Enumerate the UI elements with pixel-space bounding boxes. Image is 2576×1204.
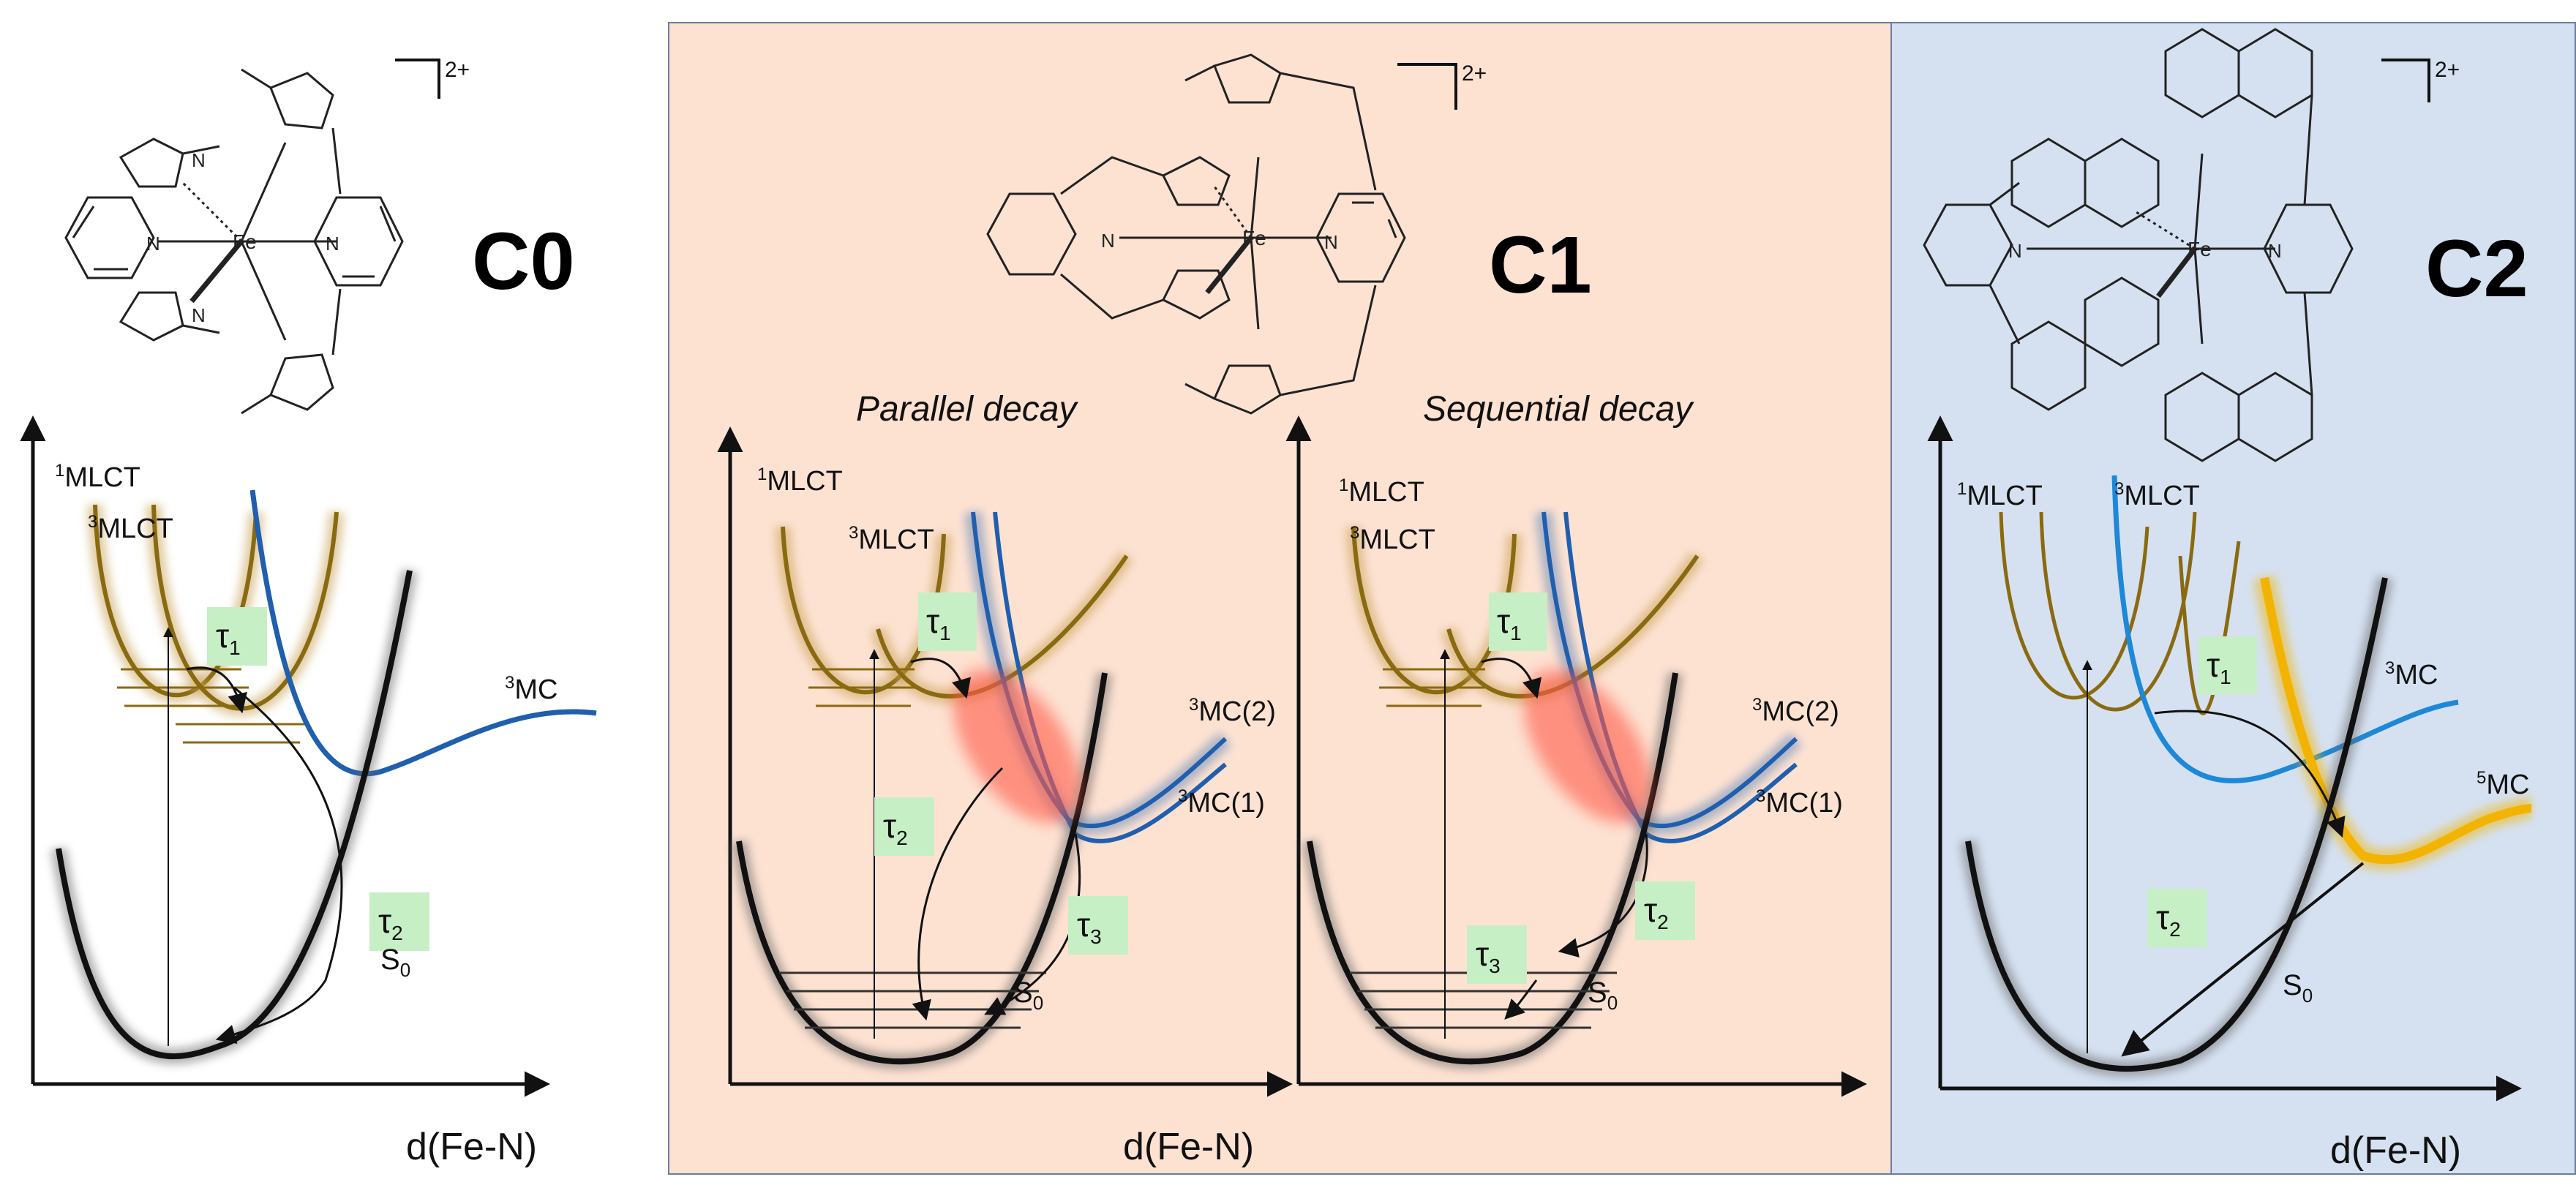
- c1p-1mlct-label: 1MLCT: [757, 464, 843, 497]
- c2-s0-label: S0: [2283, 969, 2313, 1007]
- charge-bracket-c0: [395, 59, 440, 99]
- c1s-tau3-arrow: [1504, 979, 1538, 1020]
- c1s-tau1: τ1: [1497, 602, 1522, 644]
- c1p-3mc2-label: 3MC(2): [1189, 695, 1276, 727]
- charge-c1: 2+: [1462, 61, 1487, 86]
- molecule-c2-n-left: N: [2008, 240, 2022, 262]
- panel-c1: Fe N N 2+ C1 Parallel decay Sequential d…: [717, 53, 1867, 1168]
- c2-5mc-curve: [2260, 576, 2532, 865]
- charge-bracket-c2: [2381, 59, 2430, 102]
- c1p-s0-label: S0: [1013, 977, 1043, 1014]
- c1p-x-axis-label: d(Fe-N): [1123, 1126, 1254, 1168]
- panel-c1-background: [668, 22, 1892, 1175]
- molecule-c2: [1923, 28, 2354, 462]
- c1p-tau3-arrow: [984, 833, 1081, 1015]
- molecule-c0-n-left: N: [146, 233, 160, 255]
- label-c1: C1: [1489, 220, 1592, 310]
- molecule-c1: [986, 53, 1406, 415]
- charge-bracket-c1: [1397, 63, 1457, 110]
- label-c0: C0: [472, 217, 575, 306]
- c0-tau1-box: [207, 607, 267, 666]
- c2-tau1-arrow: [2154, 710, 2346, 838]
- c1s-tau2-arrow: [1558, 833, 1648, 957]
- c1s-tau1-box: [1489, 592, 1547, 651]
- molecule-c0-n-top-left: N: [192, 149, 206, 171]
- c1s-tau3: τ3: [1476, 935, 1501, 977]
- c1p-tau2-arrow: [912, 767, 1004, 1021]
- molecule-c0-fe: Fe: [233, 230, 257, 253]
- molecule-c0-n-bottom-left: N: [192, 304, 206, 326]
- c1s-3mc2-label: 3MC(2): [1752, 695, 1839, 727]
- c2-3mlct-label: 3MLCT: [2114, 479, 2200, 511]
- c0-1mlct-label: 1MLCT: [55, 461, 140, 493]
- c0-tau2: τ2: [378, 902, 403, 944]
- c1p-tau2: τ2: [883, 807, 908, 849]
- c1p-tau3: τ3: [1077, 906, 1102, 948]
- c1p-3mlct-label: 3MLCT: [849, 523, 934, 555]
- molecule-c1-n-right: N: [1324, 231, 1338, 253]
- c1-parallel: d(Fe-N): [717, 426, 1293, 1168]
- c1p-tau1-box: [918, 592, 977, 651]
- c1s-1mlct-label: 1MLCT: [1339, 475, 1424, 508]
- c1s-s0-label: S0: [1588, 977, 1618, 1014]
- charge-c2: 2+: [2435, 58, 2460, 82]
- c1s-tau2-box: [1635, 881, 1695, 940]
- c1-parallel-title: Parallel decay: [856, 390, 1079, 429]
- c0-s0-label: S0: [380, 944, 410, 981]
- c0-tau2-arrow: [215, 686, 343, 1045]
- c0-3mlct-label: 3MLCT: [88, 512, 173, 544]
- molecule-c0-n-right: N: [326, 233, 339, 255]
- c2-x-axis-label: d(Fe-N): [2330, 1129, 2461, 1172]
- panel-c0: Fe N N N N 2+ C0 d(Fe-N): [20, 58, 597, 1168]
- c1s-3mc1-label: 3MC(1): [1756, 786, 1843, 819]
- c1p-overlap-region: [953, 669, 1081, 824]
- c2-1mlct-label: 1MLCT: [1957, 479, 2043, 511]
- c2-tau2-box: [2147, 889, 2207, 947]
- c0-tau2-box: [369, 892, 429, 951]
- c2-tau2-arrow: [2121, 862, 2365, 1057]
- c2-tau1-box: [2198, 636, 2257, 695]
- c1s-3mlct-label: 3MLCT: [1350, 523, 1435, 555]
- molecule-c1-n-left: N: [1101, 230, 1115, 252]
- molecule-c1-fe: Fe: [1242, 227, 1266, 249]
- c1-sequential: τ1 τ2 τ3 1MLCT 3MLCT 3MC(2) 3MC(1) S0: [1285, 415, 1867, 1097]
- molecule-c2-fe: Fe: [2188, 238, 2212, 260]
- c0-tau1: τ1: [216, 617, 241, 659]
- c1-sequential-title: Sequential decay: [1423, 390, 1694, 429]
- c2-3mc-curve: [2111, 475, 2459, 783]
- c0-tau1-arrow: [186, 666, 247, 714]
- c2-mlct-wells: [1999, 511, 2241, 715]
- charge-c0: 2+: [445, 58, 470, 82]
- c2-3mc-label: 3MC: [2385, 658, 2438, 691]
- molecule-c2-n-right: N: [2268, 240, 2282, 262]
- c2-5mc-label: 5MC: [2477, 768, 2529, 800]
- c2-tau1: τ1: [2207, 646, 2231, 688]
- c2-tau2: τ2: [2156, 898, 2181, 941]
- c1p-3mc1-label: 3MC(1): [1178, 786, 1265, 819]
- label-c2: C2: [2425, 224, 2528, 314]
- c0-x-axis-label: d(Fe-N): [406, 1126, 537, 1168]
- c0-3mc-label: 3MC: [505, 673, 557, 705]
- c1p-tau2-box: [874, 797, 934, 856]
- c1p-tau1-arrow: [910, 658, 972, 699]
- c1p-tau3-box: [1068, 896, 1128, 955]
- panel-c2: Fe N N 2+ C2 d(Fe-N) τ1: [1923, 28, 2532, 1172]
- c1p-s0-curve: [736, 672, 1108, 1065]
- c1p-tau1: τ1: [926, 602, 951, 644]
- c1s-tau1-arrow: [1481, 658, 1542, 699]
- c2-s0-curve: [1965, 577, 2388, 1072]
- c1s-s0-curve: [1307, 672, 1678, 1065]
- c1s-tau2: τ2: [1644, 891, 1669, 933]
- c1s-tau3-box: [1467, 925, 1527, 984]
- c1s-overlap-region: [1523, 669, 1652, 824]
- molecule-c0: [64, 68, 404, 415]
